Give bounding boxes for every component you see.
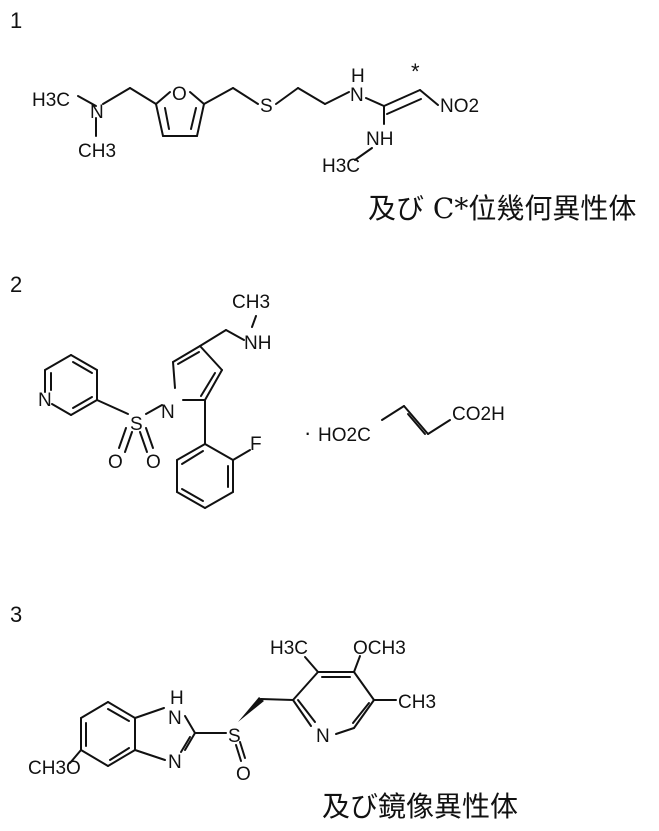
atom-o-sulfonyl-left: O (108, 452, 123, 473)
structure-1-note: 及び C*位幾何異性体 (368, 192, 636, 225)
atom-nh-methylamine: NH (244, 333, 271, 354)
structure-number-2: 2 (10, 272, 22, 297)
structure-3-bonds (69, 655, 397, 767)
atom-och3-pyridine: OCH3 (353, 638, 406, 659)
atom-n-pyridine: N (38, 390, 52, 411)
atom-ch3o: CH3O (28, 758, 81, 779)
atom-h3c-1: H3C (32, 90, 70, 111)
atom-ch3-methylamine: CH3 (232, 292, 270, 313)
atom-nh-2: NH (366, 129, 393, 150)
atom-star: * (411, 59, 420, 84)
atom-o-sulfonyl-right: O (146, 452, 161, 473)
fumarate-left-group: HO2C (318, 425, 371, 446)
atom-h3c-2: H3C (322, 156, 360, 177)
atom-s-sulfinyl: S (228, 726, 241, 747)
structure-3-note: 及び鏡像異性体 (322, 790, 518, 823)
structure-1: 1 H3C N (10, 8, 636, 225)
salt-dot: · (304, 420, 311, 445)
structure-2: 2 (10, 272, 505, 509)
fumarate-right-group: CO2H (452, 404, 505, 425)
atom-s-sulfonyl: S (130, 414, 143, 435)
structure-2-bonds (44, 315, 451, 509)
atom-o-sulfinyl: O (236, 764, 251, 785)
atom-ch3-1: CH3 (78, 141, 116, 162)
atom-n-nh: N (350, 85, 364, 106)
atom-n-pyridine: N (316, 726, 330, 747)
structure-number-3: 3 (10, 602, 22, 627)
atom-o-furan: O (172, 84, 187, 105)
structure-3: 3 (10, 602, 518, 823)
structure-number-1: 1 (10, 8, 22, 33)
atom-n-imidazole-top: N (168, 708, 182, 729)
atom-no2: NO2 (440, 96, 479, 117)
structure-1-bonds (77, 87, 439, 161)
atom-s-thioether: S (260, 96, 273, 117)
atom-ch3-pyridine: CH3 (398, 692, 436, 713)
atom-h3c-pyridine: H3C (270, 638, 308, 659)
atom-n-pyrrole: N (161, 402, 175, 423)
atom-h-nh: H (351, 66, 365, 87)
atom-n-imidazole-bottom: N (168, 752, 182, 773)
atom-f: F (250, 434, 262, 455)
atom-n-amine: N (90, 102, 104, 123)
atom-h-imidazole: H (170, 688, 184, 709)
